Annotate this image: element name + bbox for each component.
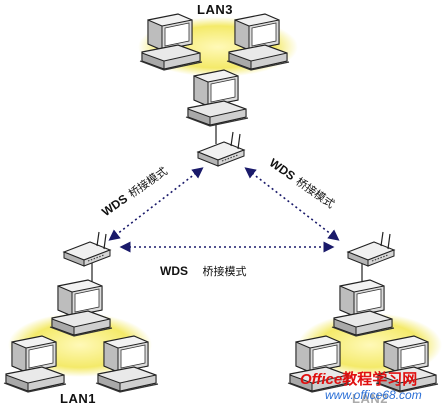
wds-label-bottom: WDS 桥接模式 — [160, 262, 246, 280]
wds-link-right — [244, 167, 340, 241]
watermark-site-title: 教程学习网 — [342, 371, 418, 388]
wds-proto: WDS — [160, 264, 188, 278]
watermark-brand: Office — [300, 371, 343, 388]
wds-link-left — [108, 167, 204, 241]
wds-mode: 桥接模式 — [202, 265, 247, 278]
wds-links — [108, 167, 340, 253]
lan1-label: LAN1 — [60, 391, 96, 406]
router-right — [347, 231, 395, 267]
lan2-computer — [331, 279, 395, 337]
lan3-label: LAN3 — [197, 2, 233, 17]
router-left — [63, 231, 111, 267]
watermark-url: www.office68.com — [325, 388, 422, 402]
lan2-label: LAN2 — [352, 391, 388, 406]
watermark-title: Office教程学习网 — [300, 368, 417, 389]
lan1-computer — [49, 279, 113, 337]
lan3-computer — [185, 69, 249, 127]
lan-cables — [91, 122, 363, 282]
router-top — [197, 131, 245, 167]
